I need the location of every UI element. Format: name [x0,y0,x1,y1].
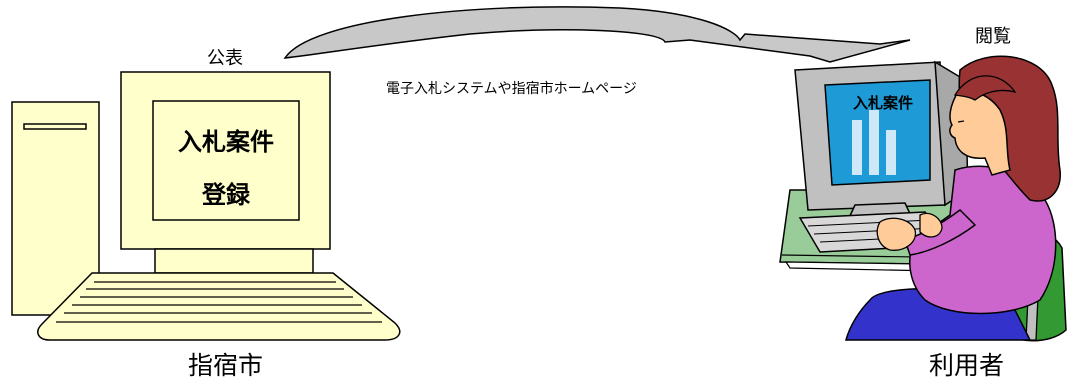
left-screen-action: 登録 [202,181,250,209]
pc-tower-slot [23,123,87,130]
pc-keyboard [37,272,401,341]
pc-monitor-stand [154,248,314,274]
pc-keyboard-rows [56,281,382,323]
user-scene [779,55,1067,342]
pc-tower [11,101,100,316]
user-label: 利用者 [929,351,1005,380]
pc-screen [152,100,300,221]
city-computer [11,71,401,341]
city-label: 指宿市 [188,351,264,380]
right-screen-title: 入札案件 [852,94,913,112]
user-hands [876,217,917,251]
publish-label: 公表 [207,48,243,69]
view-label: 閲覧 [975,26,1011,47]
user-face [949,90,1011,176]
publish-arrow [283,6,911,63]
channel-label: 電子入札システムや指宿市ホームページ [386,81,637,97]
left-screen-title: 入札案件 [178,128,274,156]
